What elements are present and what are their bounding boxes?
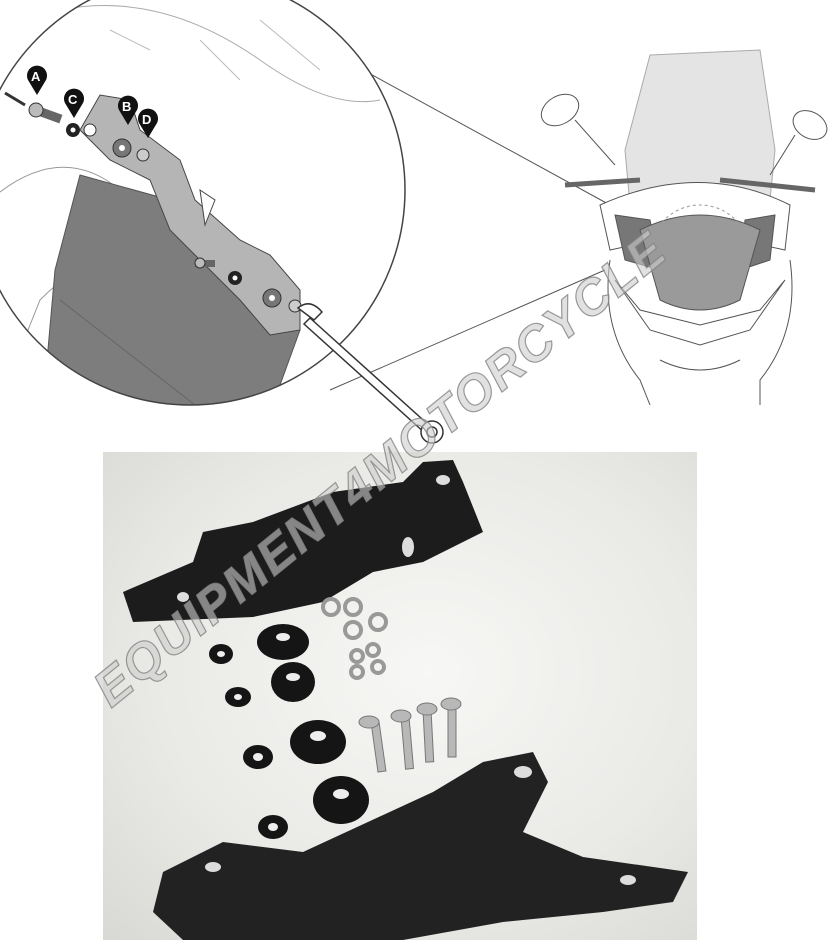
installation-diagram: A B C D bbox=[0, 0, 828, 444]
callout-c-label: C bbox=[68, 92, 78, 107]
bracket-lower bbox=[153, 752, 688, 940]
bolts bbox=[358, 697, 462, 773]
bracket-upper bbox=[123, 460, 483, 622]
product-photo bbox=[103, 452, 697, 940]
wrench-icon bbox=[296, 303, 444, 444]
callout-a-label: A bbox=[31, 69, 41, 84]
callout-d-label: D bbox=[142, 112, 151, 127]
callout-a: A bbox=[27, 65, 47, 95]
scooter-front-illustration bbox=[540, 49, 828, 406]
metal-washers-nuts bbox=[321, 597, 388, 680]
callout-b-label: B bbox=[122, 99, 131, 114]
rubber-washers bbox=[209, 624, 369, 839]
mount-bracket-diagram bbox=[79, 94, 301, 336]
detail-magnifier bbox=[0, 0, 406, 406]
callout-d: D bbox=[138, 108, 158, 138]
callout-b: B bbox=[118, 95, 138, 125]
callout-c: C bbox=[64, 88, 84, 118]
